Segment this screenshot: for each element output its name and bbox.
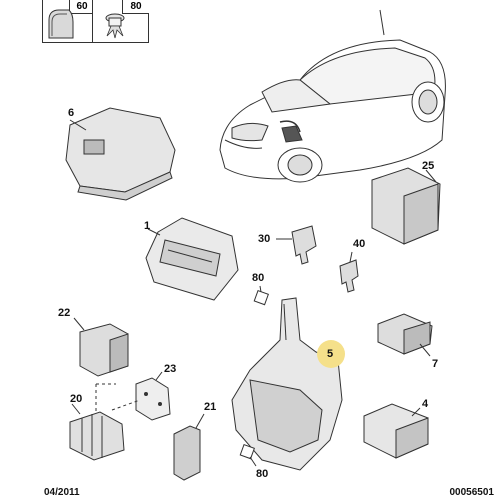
part-80-lower	[239, 443, 257, 467]
car-illustration	[219, 9, 446, 183]
callout-20: 20	[70, 393, 83, 405]
callout-7: 7	[432, 358, 439, 370]
part-22-relay-module	[73, 317, 129, 377]
header-number-80: 80	[122, 0, 149, 14]
callout-1: 1	[144, 220, 151, 232]
clip-icon	[48, 9, 74, 39]
callout-25: 25	[422, 160, 435, 172]
callout-80-lower: 80	[256, 468, 269, 480]
part-30-fuse	[276, 225, 317, 265]
part-80-upper	[253, 285, 269, 306]
part-21-cover	[173, 413, 205, 481]
part-4-relay-block	[363, 403, 429, 459]
part-6-cover	[65, 107, 176, 201]
callout-40: 40	[353, 238, 366, 250]
header-box-part-80: 80	[92, 0, 149, 43]
callout-6: 6	[68, 107, 75, 119]
part-25-module	[371, 167, 441, 245]
part-23-plate	[135, 371, 171, 421]
footer-date: 04/2011	[44, 487, 80, 498]
footer-reference-code: 00056501	[449, 487, 495, 498]
callout-4: 4	[422, 398, 429, 410]
callout-30: 30	[258, 233, 271, 245]
callout-5: 5	[327, 348, 334, 360]
callout-22: 22	[58, 307, 71, 319]
part-5-bracket	[231, 297, 343, 471]
header-box-part-60: 60	[42, 0, 94, 43]
part-40-fuse	[339, 251, 359, 293]
callout-highlight-5	[317, 340, 345, 368]
callout-21: 21	[204, 401, 217, 413]
header-number-60: 60	[69, 0, 94, 14]
rivet-icon	[105, 13, 125, 39]
callout-23: 23	[164, 363, 177, 375]
part-7-sensor	[377, 313, 433, 357]
part-1-fuse-box	[145, 217, 239, 301]
part-20-connector	[69, 383, 141, 461]
callout-80-upper: 80	[252, 272, 265, 284]
